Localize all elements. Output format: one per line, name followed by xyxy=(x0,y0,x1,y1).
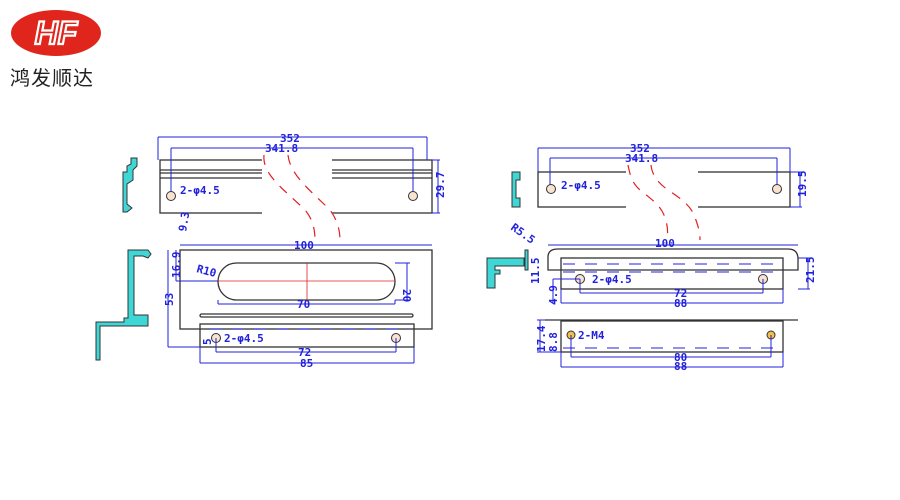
right-top-view: 352 341.8 2-φ4.5 19.5 xyxy=(511,142,809,241)
dim-height: 19.5 xyxy=(796,171,809,198)
profile-section-left-bottom xyxy=(95,249,152,361)
dim-height: 53 xyxy=(163,293,176,306)
profile-section-left-top xyxy=(122,157,138,213)
dim-hole-span: 341.8 xyxy=(265,142,298,155)
dim-hole-span: 341.8 xyxy=(625,152,658,165)
dim-plate-width: 85 xyxy=(300,357,313,370)
dim-height: 21.5 xyxy=(804,257,817,284)
label-holes: 2-φ4.5 xyxy=(224,332,264,345)
left-top-view: 352 341.8 2-φ4.5 9.3 29.7 xyxy=(122,132,447,241)
company-logo: HF xyxy=(11,10,101,56)
dim-slot-length: 70 xyxy=(297,298,310,311)
dim-height: 29.7 xyxy=(434,172,447,199)
brand-name: 鸿发顺达 xyxy=(10,66,94,90)
profile-section-right-middle xyxy=(486,257,525,289)
dim-hole-edge: 8.8 xyxy=(547,332,560,352)
profile-section-right-top xyxy=(511,171,521,208)
left-bottom-view: 100 R10 16.9 20 70 53 5 2-φ4.5 72 85 xyxy=(95,239,433,370)
right-middle-view: R5.5 11.5 100 21.5 2-φ4.5 4.9 72 88 xyxy=(486,221,817,310)
label-holes: 2-φ4.5 xyxy=(592,273,632,286)
label-holes: 2-φ4.5 xyxy=(561,179,601,192)
dim-hole-span: 72 xyxy=(298,346,311,359)
dim-hole-span: 72 xyxy=(674,287,687,300)
dim-hole-edge: 9.3 xyxy=(176,211,192,233)
dim-overall-length: 352 xyxy=(630,142,650,155)
dim-hole-span: 80 xyxy=(674,351,687,364)
dim-lip: 11.5 xyxy=(529,258,542,285)
dim-slot-height: 20 xyxy=(400,289,413,302)
dim-hole-edge: 5 xyxy=(201,338,214,345)
dim-slot-radius: R10 xyxy=(195,262,218,280)
dim-plate-width: 88 xyxy=(674,360,687,373)
dim-slot-offset: 16.9 xyxy=(170,252,183,279)
dim-radius: R5.5 xyxy=(508,221,537,247)
dim-plate-width: 88 xyxy=(674,297,687,310)
dim-overall-length: 352 xyxy=(280,132,300,145)
label-holes: 2-φ4.5 xyxy=(180,184,220,197)
label-holes: 2-M4 xyxy=(578,329,605,342)
dim-width: 100 xyxy=(655,237,675,250)
dim-hole-edge: 4.9 xyxy=(547,285,560,305)
svg-text:HF: HF xyxy=(35,15,79,51)
dim-width: 100 xyxy=(294,239,314,252)
dim-height: 17.4 xyxy=(535,325,548,352)
right-bottom-view: 17.4 8.8 2-M4 80 88 xyxy=(535,319,798,373)
